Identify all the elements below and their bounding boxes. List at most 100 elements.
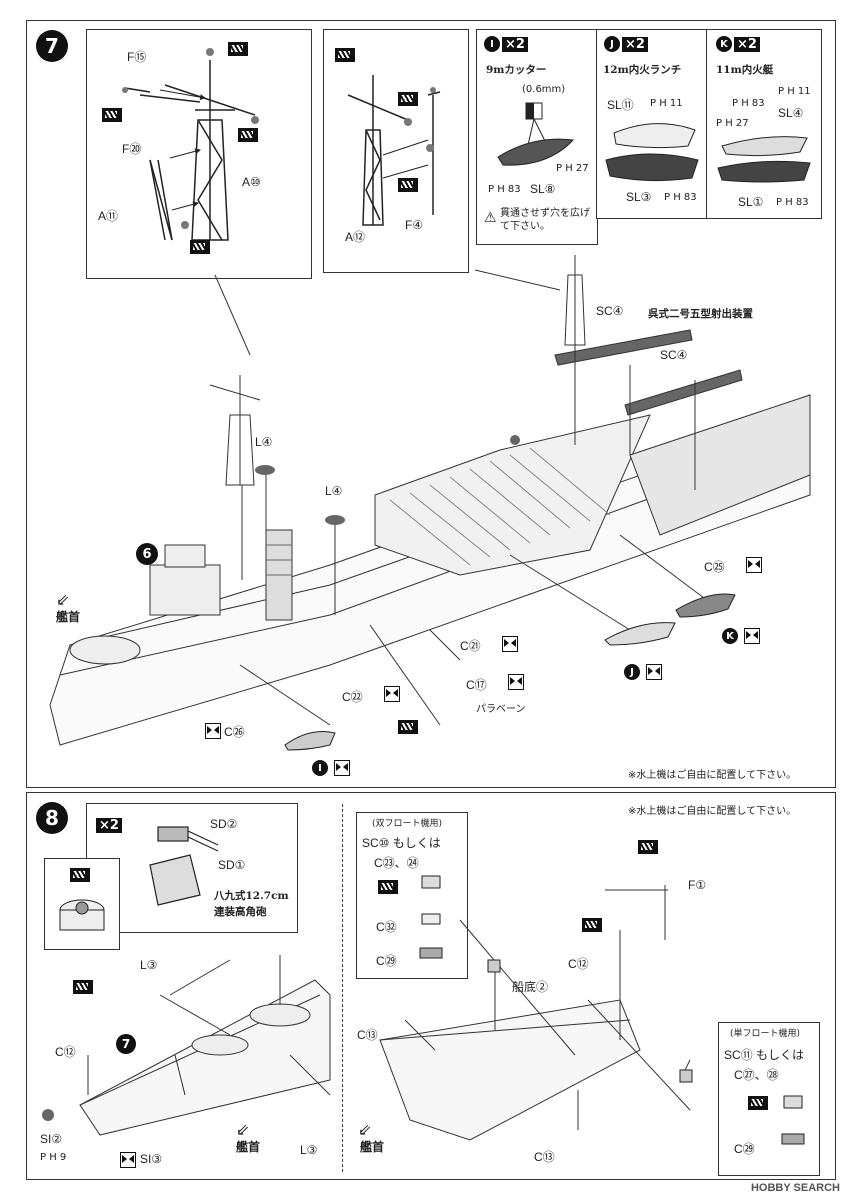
boat-j-marker: J xyxy=(624,664,640,680)
step8-floatplane-note: ※水上機はご自由に配置して下さい。 xyxy=(628,806,797,817)
glue-icon xyxy=(335,48,355,62)
boat-i-placement: I xyxy=(312,760,328,776)
bow-arrow-icon: ⇙ xyxy=(358,1122,372,1139)
boat-j-placement: J xyxy=(624,664,640,680)
step8-number: 8 xyxy=(36,802,68,834)
step7-floatplane-note: ※水上機はご自由に配置して下さい。 xyxy=(628,770,797,781)
mast1-label-a11: A⑪ xyxy=(98,209,119,223)
l4-label-a: L④ xyxy=(255,435,273,449)
boat-j-title: 12m内火ランチ xyxy=(603,64,682,76)
mast1-label-a10: A⑩ xyxy=(242,175,261,189)
boat-i-title: 9mカッター xyxy=(486,64,547,76)
mast1-label-f15: F⑮ xyxy=(127,50,147,64)
gun-drawing xyxy=(149,826,219,906)
boat-j-part-sl3: SL③ xyxy=(626,190,652,204)
twin-float-title: (双フロート機用) xyxy=(372,819,443,829)
glue-icon xyxy=(190,240,210,254)
boat-i-marker: I xyxy=(312,760,328,776)
si2-label: SI② xyxy=(40,1132,63,1146)
c21-label: C㉑ xyxy=(460,639,481,653)
glue-icon xyxy=(238,128,258,142)
catapult-label: 呉式二号五型射出装置 xyxy=(648,308,753,320)
single-float-drawing xyxy=(781,1095,805,1145)
boat-k-letter: K xyxy=(716,36,732,52)
warning-icon: ⚠ xyxy=(484,210,497,226)
gun-name-1: 八九式12.7cm xyxy=(214,890,289,902)
single-float-title: (単フロート機用) xyxy=(730,1029,801,1039)
flip-icon xyxy=(205,723,221,739)
boat-k-title: 11m内火艇 xyxy=(716,64,774,76)
boat-i-qty: ×2 xyxy=(502,36,528,52)
boat-j-letter: J xyxy=(604,36,620,52)
c17-label: C⑰ xyxy=(466,678,487,692)
ref-step6: 6 xyxy=(136,543,158,565)
flip-icon xyxy=(508,674,524,690)
mast2-label-a12: A⑫ xyxy=(345,230,366,244)
glue-icon xyxy=(73,980,93,994)
boat-j-qty: ×2 xyxy=(622,36,648,52)
boat-i-drawing xyxy=(497,102,575,166)
glue-icon xyxy=(70,868,90,882)
single-sc: SC⑪ もしくは xyxy=(724,1048,805,1062)
boat-k-badge: K ×2 xyxy=(716,36,760,52)
single-c29: C㉙ xyxy=(734,1142,755,1156)
c26-label: C㉖ xyxy=(224,725,245,739)
single-c: C㉗、㉘ xyxy=(734,1068,779,1082)
boat-k-drawing xyxy=(717,136,811,183)
step8-bow-label-right: 艦首 xyxy=(360,1140,385,1154)
boat-i-part-ph27: P H 27 xyxy=(556,163,589,174)
ph9-label: P H 9 xyxy=(40,1152,67,1163)
l3-label-a: L③ xyxy=(140,958,158,972)
glue-icon xyxy=(378,880,398,894)
boat-k-part-ph83b: P H 83 xyxy=(776,197,809,208)
sc4-label-a: SC④ xyxy=(596,304,624,318)
mast-2-drawing xyxy=(347,75,441,226)
glue-icon xyxy=(228,42,248,56)
flip-icon xyxy=(746,557,762,573)
twin-float-drawing xyxy=(419,875,443,959)
bow-label: 艦首 xyxy=(56,610,81,624)
glue-icon xyxy=(748,1096,768,1110)
boat-k-part-ph11: P H 11 xyxy=(778,86,811,97)
boat-i-thickness: (0.6mm) xyxy=(522,84,566,95)
step8-stern-drawing xyxy=(379,885,693,1141)
f1-label: F① xyxy=(688,878,707,892)
boat-i-letter: I xyxy=(484,36,500,52)
boat-k-marker: K xyxy=(722,628,738,644)
glue-icon xyxy=(398,92,418,106)
boat-j-part-ph83: P H 83 xyxy=(664,192,697,203)
hull-bottom-label: 船底② xyxy=(512,980,549,994)
boat-i-part-ph83: P H 83 xyxy=(488,184,521,195)
step7-number: 7 xyxy=(36,30,68,62)
c25-label: C㉕ xyxy=(704,560,725,574)
boat-j-part-ph11: P H 11 xyxy=(650,98,683,109)
c13-label-b: C⑬ xyxy=(534,1150,555,1164)
glue-icon xyxy=(638,840,658,854)
glue-icon xyxy=(582,918,602,932)
flip-icon xyxy=(384,686,400,702)
c22-label: C㉒ xyxy=(342,690,363,704)
c13-label-a: C⑬ xyxy=(357,1028,378,1042)
boat-k-part-sl4: SL④ xyxy=(778,106,804,120)
sd1-label: SD① xyxy=(218,858,246,872)
boat-j-badge: J ×2 xyxy=(604,36,648,52)
sc4-label-b: SC④ xyxy=(660,348,688,362)
step8-bow-label-left: 艦首 xyxy=(236,1140,261,1154)
bow-arrow-icon: ⇙ xyxy=(236,1122,250,1139)
boat-k-box xyxy=(706,29,822,219)
mast-1-drawing xyxy=(122,48,259,241)
bow-arrow-icon: ⇙ xyxy=(56,592,70,609)
boat-i-badge: I ×2 xyxy=(484,36,528,52)
l4-label-b: L④ xyxy=(325,484,343,498)
step8-bow-drawing xyxy=(42,955,331,1136)
glue-icon xyxy=(102,108,122,122)
flip-icon xyxy=(744,628,760,644)
gun-qty: ×2 xyxy=(96,818,122,833)
glue-icon xyxy=(398,178,418,192)
boat-k-part-ph27: P H 27 xyxy=(716,118,749,129)
watermark: HOBBY SEARCH xyxy=(750,1182,840,1194)
gun-mount-drawing xyxy=(59,899,105,931)
c12-label-a: C⑫ xyxy=(55,1045,76,1059)
step7-ship-drawing xyxy=(49,255,811,751)
flip-icon xyxy=(646,664,662,680)
